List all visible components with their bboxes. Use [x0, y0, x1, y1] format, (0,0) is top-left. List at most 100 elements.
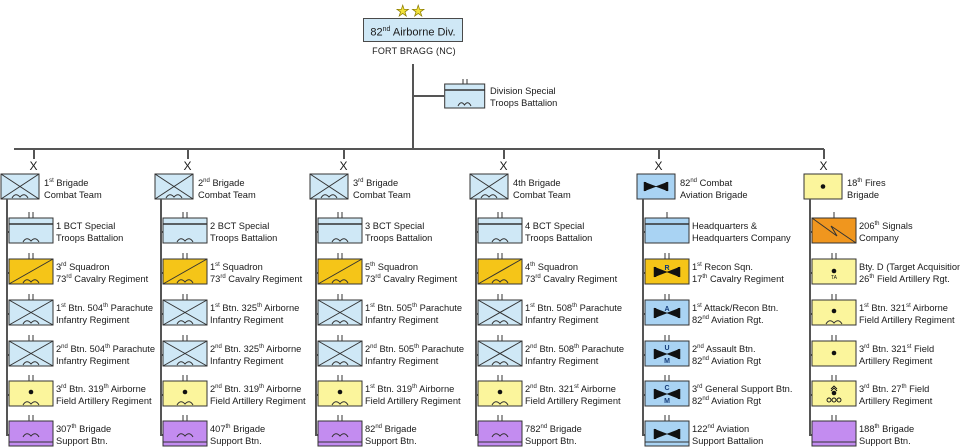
artillery-dot	[337, 389, 343, 395]
brigade-symbol[interactable]	[154, 173, 194, 200]
rocket-chevron	[830, 385, 838, 392]
label-ordinal-suffix: nd	[530, 383, 537, 390]
unit-symbol-inf[interactable]	[162, 294, 208, 327]
label-text: Company	[859, 232, 899, 243]
label-line-1: 2nd Btn. 319th Airborne	[210, 384, 306, 396]
label-ordinal-suffix: nd	[375, 423, 383, 430]
unit-symbol-fa[interactable]	[811, 294, 857, 327]
label-line-1: 1st Brigade	[44, 178, 102, 190]
unit-symbol-avn-a[interactable]: A	[644, 294, 690, 327]
brigade-symbol[interactable]	[636, 173, 676, 200]
unit-symbol-inf[interactable]	[8, 294, 54, 327]
unit-symbol-cav[interactable]	[162, 253, 208, 286]
unit-symbol-stb[interactable]	[162, 212, 208, 245]
label-text: Troops Battalion	[56, 232, 124, 243]
unit-symbol-stb[interactable]	[8, 212, 54, 245]
unit-symbol-inf[interactable]	[8, 335, 54, 368]
label-line-1: 2nd Btn. 504th Parachute	[56, 344, 155, 356]
label-text: Btn. 508	[534, 303, 573, 313]
unit-symbol-ta[interactable]: TA	[811, 253, 857, 286]
unit-symbol-fa[interactable]	[477, 375, 523, 408]
label-ordinal-suffix: th	[874, 220, 880, 227]
unit-symbol-fa[interactable]	[8, 375, 54, 408]
label-text: 1	[210, 262, 216, 272]
airborne-arc	[176, 238, 194, 243]
label-line-1: 2nd Btn. 321st Airborne	[525, 384, 621, 396]
label-text: 782	[525, 424, 541, 434]
unit-symbol-bsb[interactable]	[317, 415, 363, 448]
label-ordinal-suffix: nd	[203, 177, 210, 184]
unit-symbol-bsb-plain[interactable]	[811, 415, 857, 448]
airborne-arc	[331, 320, 349, 325]
unit-symbol-inf[interactable]	[317, 335, 363, 368]
aviation-mission-letter: U	[664, 345, 669, 352]
label-ordinal-suffix: st	[49, 177, 54, 184]
unit-symbol-cav[interactable]	[317, 253, 363, 286]
label-text: Troops Battalion	[210, 232, 278, 243]
label-text: Btn. 504	[67, 344, 106, 354]
brigade-symbol[interactable]	[469, 173, 509, 200]
unit-symbol-avn-sb[interactable]	[644, 415, 690, 448]
label-ordinal-suffix: st	[215, 302, 220, 309]
brigade-symbol[interactable]	[309, 173, 349, 200]
label-text: Airborne	[910, 303, 948, 313]
unit-symbol-bsb[interactable]	[8, 415, 54, 448]
unit-symbol-inf[interactable]	[477, 294, 523, 327]
unit-label: 3rd General Support Btn.82nd Aviation Rg…	[692, 384, 792, 407]
label-text: Headquarters Company	[692, 232, 791, 243]
airborne-arc	[331, 361, 349, 366]
label-text: Artillery Regiment	[859, 395, 933, 406]
column-spine-line	[160, 199, 162, 435]
label-ordinal-suffix: nd	[697, 343, 704, 350]
unit-symbol-cav[interactable]	[477, 253, 523, 286]
label-ordinal-suffix: st	[906, 343, 912, 350]
unit-symbol-inf[interactable]	[317, 294, 363, 327]
unit-symbol-sig[interactable]	[811, 212, 857, 245]
infantry-cross	[0, 173, 40, 200]
unit-symbol-bsb[interactable]	[477, 415, 523, 448]
unit-symbol-fa[interactable]	[162, 375, 208, 408]
division-headquarters-box[interactable]: 82nd Airborne Div.	[363, 18, 463, 42]
division-special-troops-symbol[interactable]	[444, 79, 486, 109]
brigade-symbol[interactable]	[0, 173, 40, 200]
label-ordinal-suffix: nd	[702, 395, 710, 402]
unit-symbol-fa-plain[interactable]	[811, 335, 857, 368]
unit-frame	[644, 217, 690, 244]
label-text: Squadron	[375, 262, 419, 272]
unit-label: 1st Recon Sqn.17th Cavalry Regiment	[692, 262, 784, 285]
unit-symbol-stb[interactable]	[317, 212, 363, 245]
unit-symbol-cav[interactable]	[8, 253, 54, 286]
label-line-1: 4th Squadron	[525, 262, 617, 274]
unit-symbol-fa[interactable]	[317, 375, 363, 408]
unit-symbol-avn-r[interactable]: R	[644, 253, 690, 286]
unit-symbol-hhc[interactable]	[644, 212, 690, 245]
label-text: Squadron	[219, 262, 263, 272]
label-line-2: Combat Team	[353, 190, 411, 202]
unit-symbol-inf[interactable]	[162, 335, 208, 368]
label-line-1: 122nd Aviation	[692, 424, 763, 436]
unit-symbol-fa-mlrs[interactable]	[811, 375, 857, 408]
label-line-2: Combat Team	[44, 190, 102, 202]
label-text: Squadron	[535, 262, 579, 272]
infantry-cross	[317, 340, 363, 367]
unit-label: 2nd Assault Btn.82nd Aviation Rgt	[692, 344, 761, 367]
unit-symbol-inf[interactable]	[477, 335, 523, 368]
label-line-1: 2nd Btn. 505th Parachute	[365, 344, 464, 356]
label-line-2: Support Btn.	[859, 436, 914, 448]
label-text: 73	[210, 273, 221, 284]
label-text: 3	[353, 178, 359, 188]
label-text: 3	[859, 384, 865, 394]
unit-symbol-stb[interactable]	[477, 212, 523, 245]
brigade-symbol[interactable]	[803, 173, 843, 200]
label-text: Assault Btn.	[703, 344, 756, 354]
label-line-2: Combat Team	[513, 190, 571, 202]
label-line-1: 188th Brigade	[859, 424, 914, 436]
infantry-cross	[309, 173, 349, 200]
unit-symbol-bsb[interactable]	[162, 415, 208, 448]
